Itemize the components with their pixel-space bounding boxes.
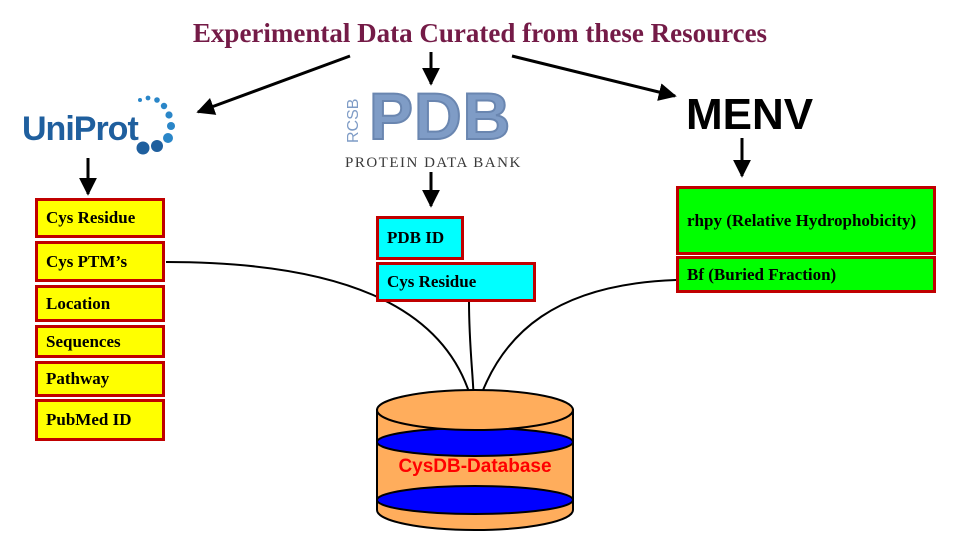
pdb-field-pdb-id: PDB ID	[376, 216, 464, 260]
uniprot-field-cys-residue: Cys Residue	[35, 198, 165, 238]
pdb-field-cys-residue: Cys Residue	[376, 262, 536, 302]
uniprot-logo-text: UniProt	[22, 110, 139, 148]
svg-text:RCSB: RCSB	[345, 99, 362, 143]
database-cylinder	[375, 389, 575, 531]
arrow-title-to-uniprot	[196, 54, 351, 115]
page-title: Experimental Data Curated from these Res…	[192, 18, 768, 48]
uniprot-field-location: Location	[35, 285, 165, 322]
pdb-logo: RCSB PDB PROTEIN DATA BANK	[343, 78, 533, 178]
uniprot-field-sequences: Sequences	[35, 325, 165, 358]
menv-logo: MENV	[686, 90, 814, 139]
pdb-logo-text: PDB	[368, 78, 512, 154]
pdb-logo-subtitle: PROTEIN DATA BANK	[345, 155, 522, 171]
curve-menv-to-database	[475, 279, 677, 411]
uniprot-field-pathway: Pathway	[35, 361, 165, 397]
curve-uniprot-to-database	[165, 261, 475, 411]
menv-field-rhpy: rhpy (Relative Hydrophobicity)	[676, 186, 936, 255]
rcsb-label: RCSB	[345, 99, 362, 143]
arrow-title-to-menv	[511, 54, 677, 101]
uniprot-logo: UniProt	[22, 110, 139, 149]
uniprot-field-cys-ptms: Cys PTM’s	[35, 241, 165, 282]
uniprot-field-pubmed-id: PubMed ID	[35, 399, 165, 441]
menv-field-bf: Bf (Buried Fraction)	[676, 256, 936, 293]
database-label: CysDB-Database	[398, 456, 552, 477]
uniprot-dots-icon	[136, 95, 175, 155]
